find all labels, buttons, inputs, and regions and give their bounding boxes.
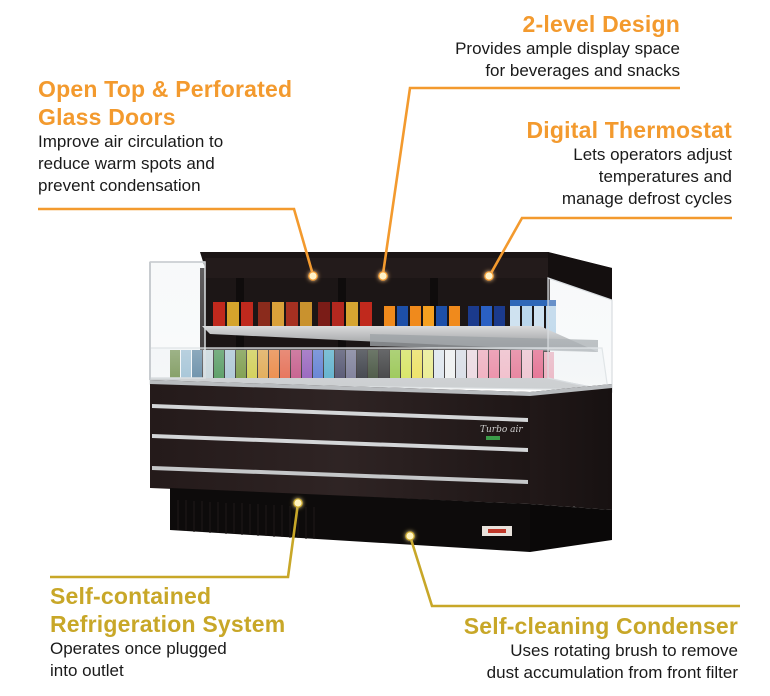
callout-refrigeration: Self-contained Refrigeration System Oper… <box>50 582 285 682</box>
callout-open-top-desc-line3: prevent condensation <box>38 176 201 195</box>
callout-endpoints <box>293 271 494 541</box>
cabinet-side <box>530 384 612 510</box>
callout-two-level-title: 2-level Design <box>522 11 680 37</box>
base-kickplate <box>170 488 530 552</box>
callout-open-top: Open Top & Perforated Glass Doors Improv… <box>38 75 292 197</box>
callout-two-level-desc-line1: Provides ample display space <box>455 39 680 58</box>
cabinet-top-trim <box>150 380 612 396</box>
callout-two-level: 2-level Design Provides ample display sp… <box>455 10 680 82</box>
endpoint-two-level <box>378 271 388 281</box>
callout-refrigeration-title-line2: Refrigeration System <box>50 611 286 637</box>
callout-thermostat-desc-line1: Lets operators adjust <box>573 145 732 164</box>
callout-condenser-title: Self-cleaning Condenser <box>463 613 738 639</box>
chrome-rail <box>152 466 528 484</box>
chrome-rail <box>152 434 528 452</box>
callout-connectors <box>38 86 740 608</box>
callout-condenser: Self-cleaning Condenser Uses rotating br… <box>464 612 738 684</box>
callout-open-top-desc-line1: Improve air circulation to <box>38 132 224 151</box>
connector-two-level <box>381 86 680 275</box>
canopy-front <box>205 258 548 278</box>
callout-refrigeration-desc-line1: Operates once plugged <box>50 639 227 658</box>
callout-open-top-title-line1: Open Top & Perforated <box>38 76 293 102</box>
connector-condenser <box>408 535 740 608</box>
upper-shelf-products <box>213 300 556 336</box>
callout-condenser-desc-line1: Uses rotating brush to remove <box>510 641 738 660</box>
chrome-rail <box>152 404 528 422</box>
callout-open-top-desc-line2: reduce warm spots and <box>38 154 215 173</box>
brand-logo-badge <box>486 436 500 440</box>
endpoint-open-top <box>308 271 318 281</box>
canopy-side <box>548 252 612 300</box>
callout-refrigeration-title-line1: Self-contained <box>50 583 212 609</box>
connector-thermostat <box>488 216 732 276</box>
endpoint-refrigeration <box>293 498 303 508</box>
connector-refrigeration <box>50 502 300 579</box>
callout-two-level-desc-line2: for beverages and snacks <box>485 61 680 80</box>
endpoint-condenser <box>405 531 415 541</box>
brand-logo-text: Turbo air <box>480 425 523 435</box>
callout-thermostat-title: Digital Thermostat <box>526 117 732 143</box>
callout-thermostat: Digital Thermostat Lets operators adjust… <box>526 116 732 210</box>
callout-open-top-title-line2: Glass Doors <box>38 104 176 130</box>
callout-thermostat-desc-line3: manage defrost cycles <box>561 189 732 208</box>
vent-grille <box>177 500 315 539</box>
connector-open-top <box>38 207 315 276</box>
callout-thermostat-desc-line2: temperatures and <box>598 167 732 186</box>
callout-condenser-desc-line2: dust accumulation from front filter <box>486 663 738 682</box>
endpoint-thermostat <box>484 271 494 281</box>
base-side <box>530 504 612 552</box>
callout-refrigeration-desc-line2: into outlet <box>50 661 124 680</box>
